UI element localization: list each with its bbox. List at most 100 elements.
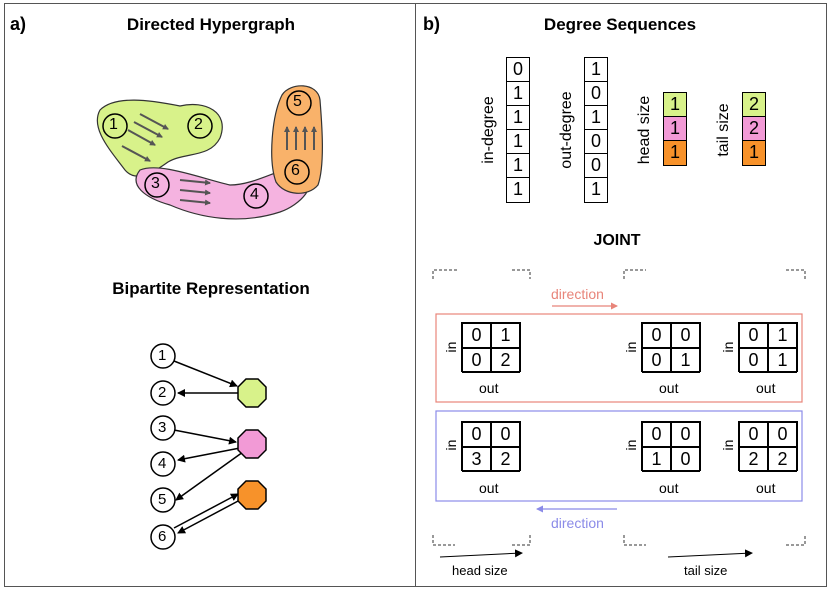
- hg-label-5: 5: [293, 93, 302, 110]
- hg-node-1: [102, 113, 128, 139]
- matrix-out-label: out: [756, 480, 776, 496]
- in-degree-cell: 1: [507, 130, 529, 154]
- hg-node-2: [187, 113, 213, 139]
- matrix-out-label: out: [479, 480, 499, 496]
- out-degree-cell: 0: [585, 82, 607, 106]
- degree-sequences-title: Degree Sequences: [543, 15, 697, 34]
- bp-label-1: 1: [158, 347, 167, 364]
- matrix-cell: 0: [462, 422, 491, 447]
- matrix-cell: 2: [491, 447, 520, 472]
- matrix-cell: 3: [462, 447, 491, 472]
- tail-size-cell: 1: [743, 141, 765, 165]
- hg-node-6: [284, 159, 310, 185]
- panel-b-label: b): [423, 14, 440, 34]
- hg-node-4: [243, 183, 269, 209]
- joint-matrix-top-3: 0 1 0 1: [738, 322, 798, 373]
- matrix-cell: 0: [671, 323, 700, 348]
- head-size-cell: 1: [664, 141, 686, 165]
- bp-node-6: [150, 524, 176, 550]
- edge-node-green: [237, 378, 267, 408]
- joint-blue-box: [435, 410, 803, 502]
- matrix-in-label: in: [443, 341, 459, 353]
- hg-node-5: [286, 90, 312, 116]
- out-degree-cell: 1: [585, 58, 607, 82]
- in-degree-label: in-degree: [480, 96, 497, 164]
- bp-label-6: 6: [158, 528, 167, 545]
- in-degree-cell: 0: [507, 58, 529, 82]
- joint-matrix-top-2: 0 0 0 1: [641, 322, 701, 373]
- direction-label-bottom: direction: [551, 515, 604, 531]
- joint-red-box: [435, 313, 803, 403]
- matrix-cell: 2: [739, 447, 768, 472]
- hg-label-3: 3: [151, 175, 160, 192]
- matrix-out-label: out: [659, 380, 679, 396]
- tail-size-cell: 2: [743, 93, 765, 117]
- head-size-label: head size: [636, 95, 653, 165]
- hyperedge-pink: [135, 167, 311, 220]
- panel-b: [415, 3, 827, 587]
- tail-size-cell: 2: [743, 117, 765, 141]
- matrix-cell: 2: [768, 447, 797, 472]
- hg-label-1: 1: [109, 116, 118, 133]
- joint-title: JOINT: [593, 232, 641, 249]
- hg-node-3: [144, 172, 170, 198]
- matrix-in-label: in: [443, 439, 459, 451]
- tail-size-column: 2 2 1: [742, 92, 766, 166]
- bp-node-4: [150, 451, 176, 477]
- joint-matrix-bottom-2: 0 0 1 0: [641, 421, 701, 472]
- bp-node-1: [150, 343, 176, 369]
- matrix-cell: 0: [768, 422, 797, 447]
- joint-matrix-bottom-3: 0 0 2 2: [738, 421, 798, 472]
- hg-label-2: 2: [194, 116, 203, 133]
- matrix-cell: 0: [739, 422, 768, 447]
- matrix-cell: 0: [462, 348, 491, 373]
- matrix-out-label: out: [479, 380, 499, 396]
- joint-matrix-top-1: 0 1 0 2: [461, 322, 521, 373]
- matrix-cell: 1: [768, 323, 797, 348]
- tail-size-label: tail size: [715, 103, 732, 157]
- in-degree-cell: 1: [507, 106, 529, 130]
- bp-node-2: [150, 380, 176, 406]
- hg-label-6: 6: [291, 162, 300, 179]
- matrix-cell: 0: [491, 422, 520, 447]
- matrix-cell: 1: [671, 348, 700, 373]
- edge-node-orange: [237, 480, 267, 510]
- in-degree-cell: 1: [507, 154, 529, 178]
- matrix-cell: 0: [739, 323, 768, 348]
- out-degree-cell: 0: [585, 154, 607, 178]
- hypergraph-title: Directed Hypergraph: [126, 15, 296, 34]
- head-size-column: 1 1 1: [663, 92, 687, 166]
- matrix-in-label: in: [720, 341, 736, 353]
- out-degree-cell: 0: [585, 130, 607, 154]
- out-degree-column: 1 0 1 0 0 1: [584, 57, 608, 203]
- matrix-cell: 1: [491, 323, 520, 348]
- hg-label-4: 4: [250, 186, 259, 203]
- matrix-in-label: in: [720, 439, 736, 451]
- matrix-in-label: in: [623, 439, 639, 451]
- matrix-in-label: in: [623, 341, 639, 353]
- head-size-axis-label: head size: [452, 563, 508, 578]
- matrix-cell: 0: [642, 348, 671, 373]
- matrix-cell: 0: [671, 422, 700, 447]
- in-degree-column: 0 1 1 1 1 1: [506, 57, 530, 203]
- matrix-out-label: out: [659, 480, 679, 496]
- out-degree-cell: 1: [585, 106, 607, 130]
- direction-label-top: direction: [551, 286, 604, 302]
- edge-node-pink: [237, 429, 267, 459]
- matrix-cell: 1: [768, 348, 797, 373]
- head-size-cell: 1: [664, 93, 686, 117]
- bp-label-3: 3: [158, 419, 167, 436]
- in-degree-cell: 1: [512, 179, 523, 199]
- matrix-out-label: out: [756, 380, 776, 396]
- out-degree-cell: 1: [590, 179, 601, 199]
- matrix-cell: 2: [491, 348, 520, 373]
- matrix-cell: 1: [642, 447, 671, 472]
- bp-label-4: 4: [158, 455, 167, 472]
- bp-node-5: [150, 487, 176, 513]
- matrix-cell: 0: [462, 323, 491, 348]
- matrix-cell: 0: [739, 348, 768, 373]
- out-degree-label: out-degree: [558, 91, 575, 169]
- tail-size-axis-label: tail size: [684, 563, 728, 578]
- matrix-cell: 0: [671, 447, 700, 472]
